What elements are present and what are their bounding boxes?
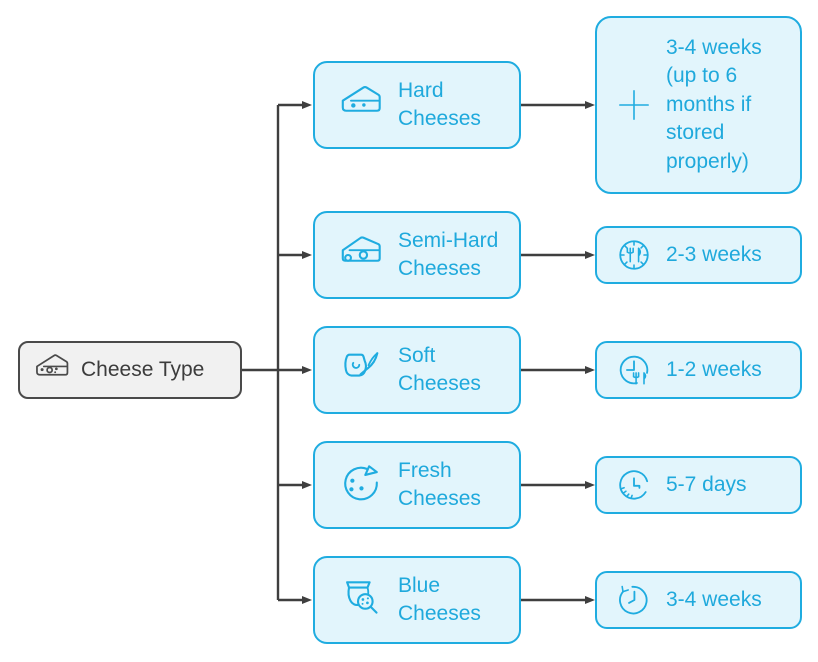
duration-label: 5-7 days xyxy=(666,472,747,496)
duration-node-semi-hard: 2-3 weeks xyxy=(595,226,802,284)
root-label: Cheese Type xyxy=(81,357,205,381)
semi-hard-cheese-icon xyxy=(338,232,384,278)
duration-label: 3-4 weeks (up to 6 months if stored prop… xyxy=(666,36,762,173)
branch-label: Semi-Hard Cheeses xyxy=(398,228,499,280)
root-node: Cheese Type xyxy=(18,341,242,399)
branch-label: Soft Cheeses xyxy=(398,343,481,395)
duration-node-fresh: 5-7 days xyxy=(595,456,802,514)
hard-cheese-wedge-icon xyxy=(338,82,384,128)
duration-label: 3-4 weeks xyxy=(666,587,762,611)
branch-node-soft: Soft Cheeses xyxy=(313,326,521,414)
soft-cheese-knife-icon xyxy=(338,347,384,393)
branch-node-hard: Hard Cheeses xyxy=(313,61,521,149)
branch-label: Blue Cheeses xyxy=(398,573,481,625)
cheese-wedge-icon xyxy=(33,351,71,389)
short-time-clock-icon xyxy=(614,465,654,505)
duration-label: 2-3 weeks xyxy=(666,242,762,266)
clock-refresh-icon xyxy=(614,580,654,620)
meal-clock-icon xyxy=(614,235,654,275)
branch-label: Hard Cheeses xyxy=(398,78,481,130)
clock-utensils-icon xyxy=(614,350,654,390)
fresh-cheese-wheel-icon xyxy=(338,462,384,508)
plus-icon xyxy=(614,85,654,125)
branch-node-blue: Blue Cheeses xyxy=(313,556,521,644)
branch-label: Fresh Cheeses xyxy=(398,458,481,510)
blue-cheese-magnifier-icon xyxy=(338,577,384,623)
duration-node-blue: 3-4 weeks xyxy=(595,571,802,629)
branch-node-semi-hard: Semi-Hard Cheeses xyxy=(313,211,521,299)
duration-label: 1-2 weeks xyxy=(666,357,762,381)
duration-node-hard: 3-4 weeks (up to 6 months if stored prop… xyxy=(595,16,802,194)
duration-node-soft: 1-2 weeks xyxy=(595,341,802,399)
branch-node-fresh: Fresh Cheeses xyxy=(313,441,521,529)
